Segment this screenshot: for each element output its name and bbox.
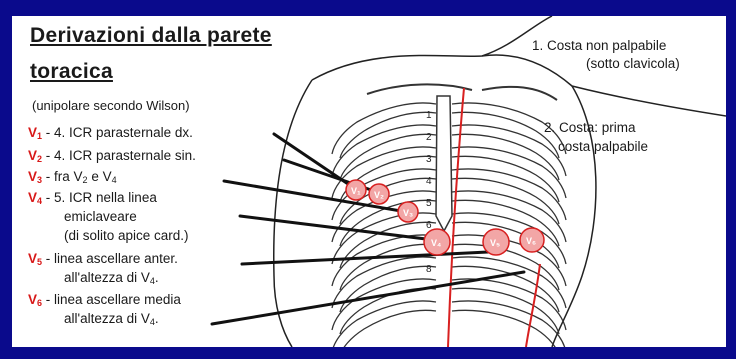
rib-number: 1 bbox=[426, 110, 432, 121]
lead-v6-line-2: all'altezza di V4. bbox=[64, 310, 159, 331]
electrode-v2: V₂ bbox=[369, 184, 389, 204]
svg-text:V₆: V₆ bbox=[526, 236, 536, 246]
sternum bbox=[436, 96, 452, 231]
electrode-v1: V₁ bbox=[346, 180, 366, 200]
title-line-2: toracica bbox=[30, 60, 113, 84]
rib-left bbox=[340, 310, 436, 347]
svg-text:V₃: V₃ bbox=[403, 208, 413, 218]
rib-number: 8 bbox=[426, 264, 432, 275]
electrode-v3: V₃ bbox=[398, 202, 418, 222]
subtitle: (unipolare secondo Wilson) bbox=[32, 98, 190, 113]
clavicle-right bbox=[482, 87, 557, 100]
rib-number: 3 bbox=[426, 154, 432, 165]
rib-right bbox=[452, 288, 559, 334]
lead-v4-line-2: emiclaveare bbox=[64, 208, 137, 225]
diagram-frame: 12345678 V₁ V₂ V₃ bbox=[12, 16, 726, 347]
rib-number: 4 bbox=[426, 176, 432, 187]
rib-left bbox=[340, 112, 436, 158]
svg-text:V₄: V₄ bbox=[431, 238, 441, 248]
rib-left bbox=[340, 134, 436, 180]
electrode-v4: V₄ bbox=[424, 229, 450, 255]
lead-v4-line-3: (di solito apice card.) bbox=[64, 227, 189, 244]
electrodes: V₁ V₂ V₃ V₄ V₅ V₆ bbox=[346, 180, 544, 255]
lead-v5-line-2: all'altezza di V4. bbox=[64, 269, 159, 290]
lead-v5: V5 - linea ascellare anter. bbox=[28, 250, 178, 271]
rib-number: 5 bbox=[426, 198, 432, 209]
lead-v1: V1 - 4. ICR parasternale dx. bbox=[28, 124, 193, 145]
rib-left bbox=[332, 279, 436, 330]
rib-number: 2 bbox=[426, 132, 432, 143]
lead-v2: V2 - 4. ICR parasternale sin. bbox=[28, 147, 196, 168]
electrode-v5: V₅ bbox=[483, 229, 509, 255]
rib-right bbox=[452, 310, 559, 347]
electrode-v6: V₆ bbox=[520, 228, 544, 252]
pointer-lines bbox=[212, 134, 524, 324]
svg-text:V₂: V₂ bbox=[374, 190, 384, 200]
svg-text:V₅: V₅ bbox=[490, 238, 500, 248]
lead-v3: V3 - fra V2 e V4 bbox=[28, 168, 117, 189]
lead-v6: V6 - linea ascellare media bbox=[28, 291, 181, 312]
svg-text:V₁: V₁ bbox=[351, 186, 361, 196]
lead-v4: V4 - 5. ICR nella linea bbox=[28, 189, 157, 210]
note-first-rib-line-2: (sotto clavicola) bbox=[586, 56, 680, 71]
rib-right bbox=[452, 279, 566, 330]
rib-left bbox=[340, 244, 436, 290]
rib-left bbox=[332, 301, 436, 347]
note-second-rib-line-1: 2. Costa: prima bbox=[544, 120, 636, 135]
note-second-rib-line-2: costa palpabile bbox=[558, 139, 648, 154]
note-first-rib-line-1: 1. Costa non palpabile bbox=[532, 38, 666, 53]
rib-number: 6 bbox=[426, 220, 432, 231]
title-line-1: Derivazioni dalla parete bbox=[30, 24, 272, 48]
clavicle-left bbox=[367, 84, 472, 94]
axillary-line bbox=[526, 264, 540, 347]
